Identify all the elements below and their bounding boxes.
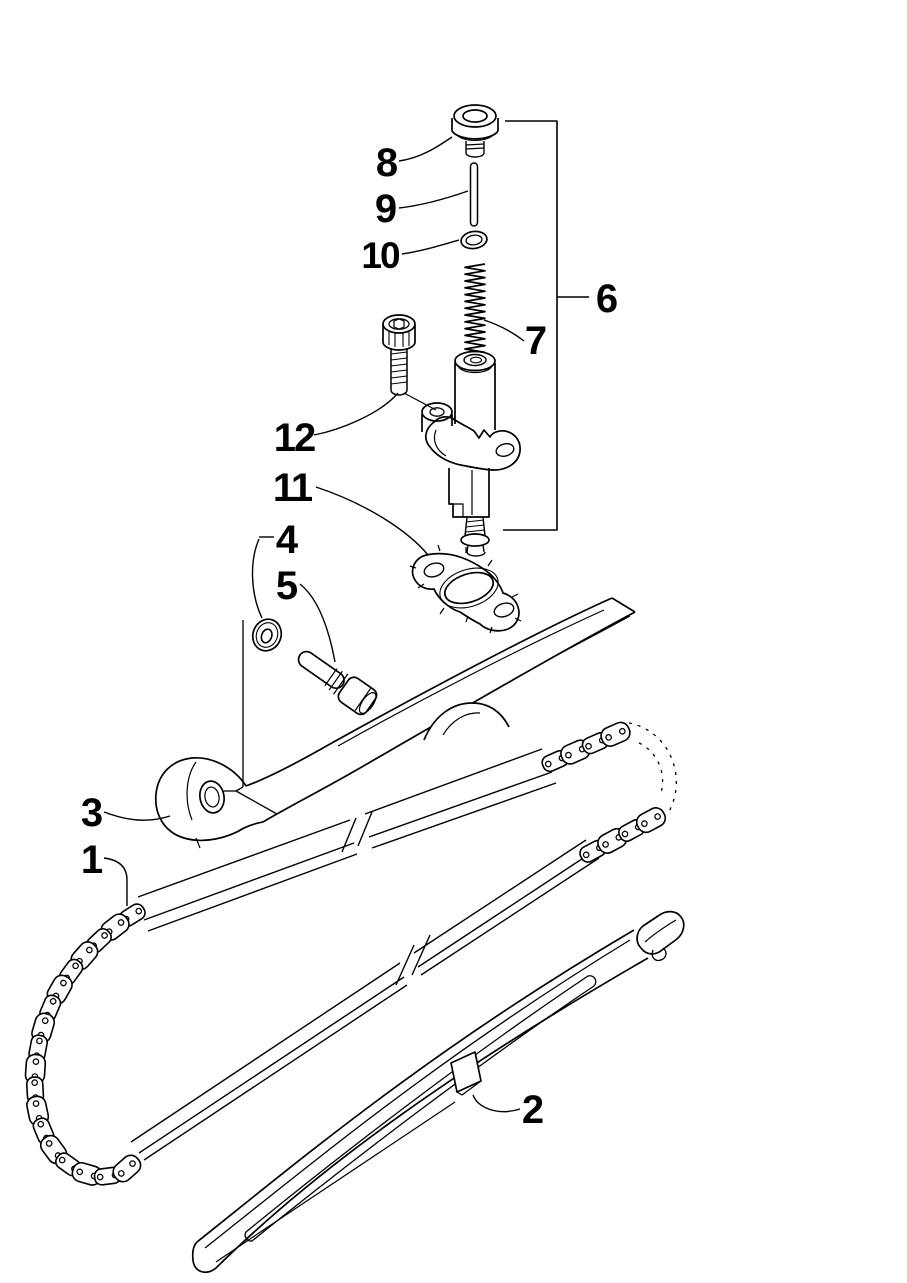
chain-phantom-arc	[628, 722, 677, 816]
o-ring	[460, 230, 488, 250]
gasket-crush-marks	[409, 544, 522, 634]
assembly-projection-line	[403, 392, 437, 411]
tensioner-body	[421, 350, 521, 557]
leader-1	[103, 857, 128, 906]
callout-10-label: 10	[361, 235, 400, 276]
spring-coil	[464, 263, 486, 354]
break-mark	[411, 934, 431, 976]
socket-head-bolt	[382, 314, 437, 411]
callout-6-label: 6	[596, 277, 617, 321]
tensioner-guide-blade	[154, 597, 636, 849]
leader-2	[472, 1094, 521, 1113]
callout-4-label: 4	[276, 518, 299, 562]
callout-2-label: 2	[522, 1088, 543, 1132]
leader-11	[315, 486, 429, 556]
leader-12	[313, 392, 399, 436]
break-mark	[357, 811, 373, 847]
chain-link	[112, 1154, 142, 1183]
break-mark	[395, 944, 415, 986]
leader-5	[299, 583, 336, 663]
leader-4	[251, 538, 263, 619]
leader-9	[398, 190, 469, 209]
washer	[251, 618, 283, 652]
callout-3-label: 3	[81, 791, 102, 835]
callout-11-label: 11	[273, 466, 313, 510]
leader-10	[401, 239, 460, 255]
cam-chain	[24, 721, 667, 1186]
callout-5-label: 5	[276, 564, 298, 608]
chain-link	[635, 807, 667, 834]
projection-line	[222, 620, 278, 815]
break-mark	[341, 817, 357, 853]
leader-7	[483, 319, 525, 342]
cap-bolt	[451, 104, 499, 158]
tensioner-spring	[464, 263, 486, 354]
leader-8	[398, 136, 453, 162]
callout-1-label: 1	[81, 838, 103, 882]
gasket	[409, 544, 522, 634]
lower-chain-guide	[191, 910, 685, 1273]
pivot-bolt	[297, 650, 378, 716]
callout-12-label: 12	[274, 416, 315, 460]
callout-8-label: 8	[376, 141, 398, 185]
callout-9-label: 9	[375, 187, 396, 231]
chain-link	[600, 721, 631, 747]
leader-lines	[103, 136, 525, 1113]
leader-3	[103, 811, 171, 821]
chain-run-lines	[130, 748, 600, 1161]
tensioner-rod	[469, 162, 479, 227]
callout-7-label: 7	[525, 319, 546, 363]
callout-6-bracket	[503, 120, 589, 531]
